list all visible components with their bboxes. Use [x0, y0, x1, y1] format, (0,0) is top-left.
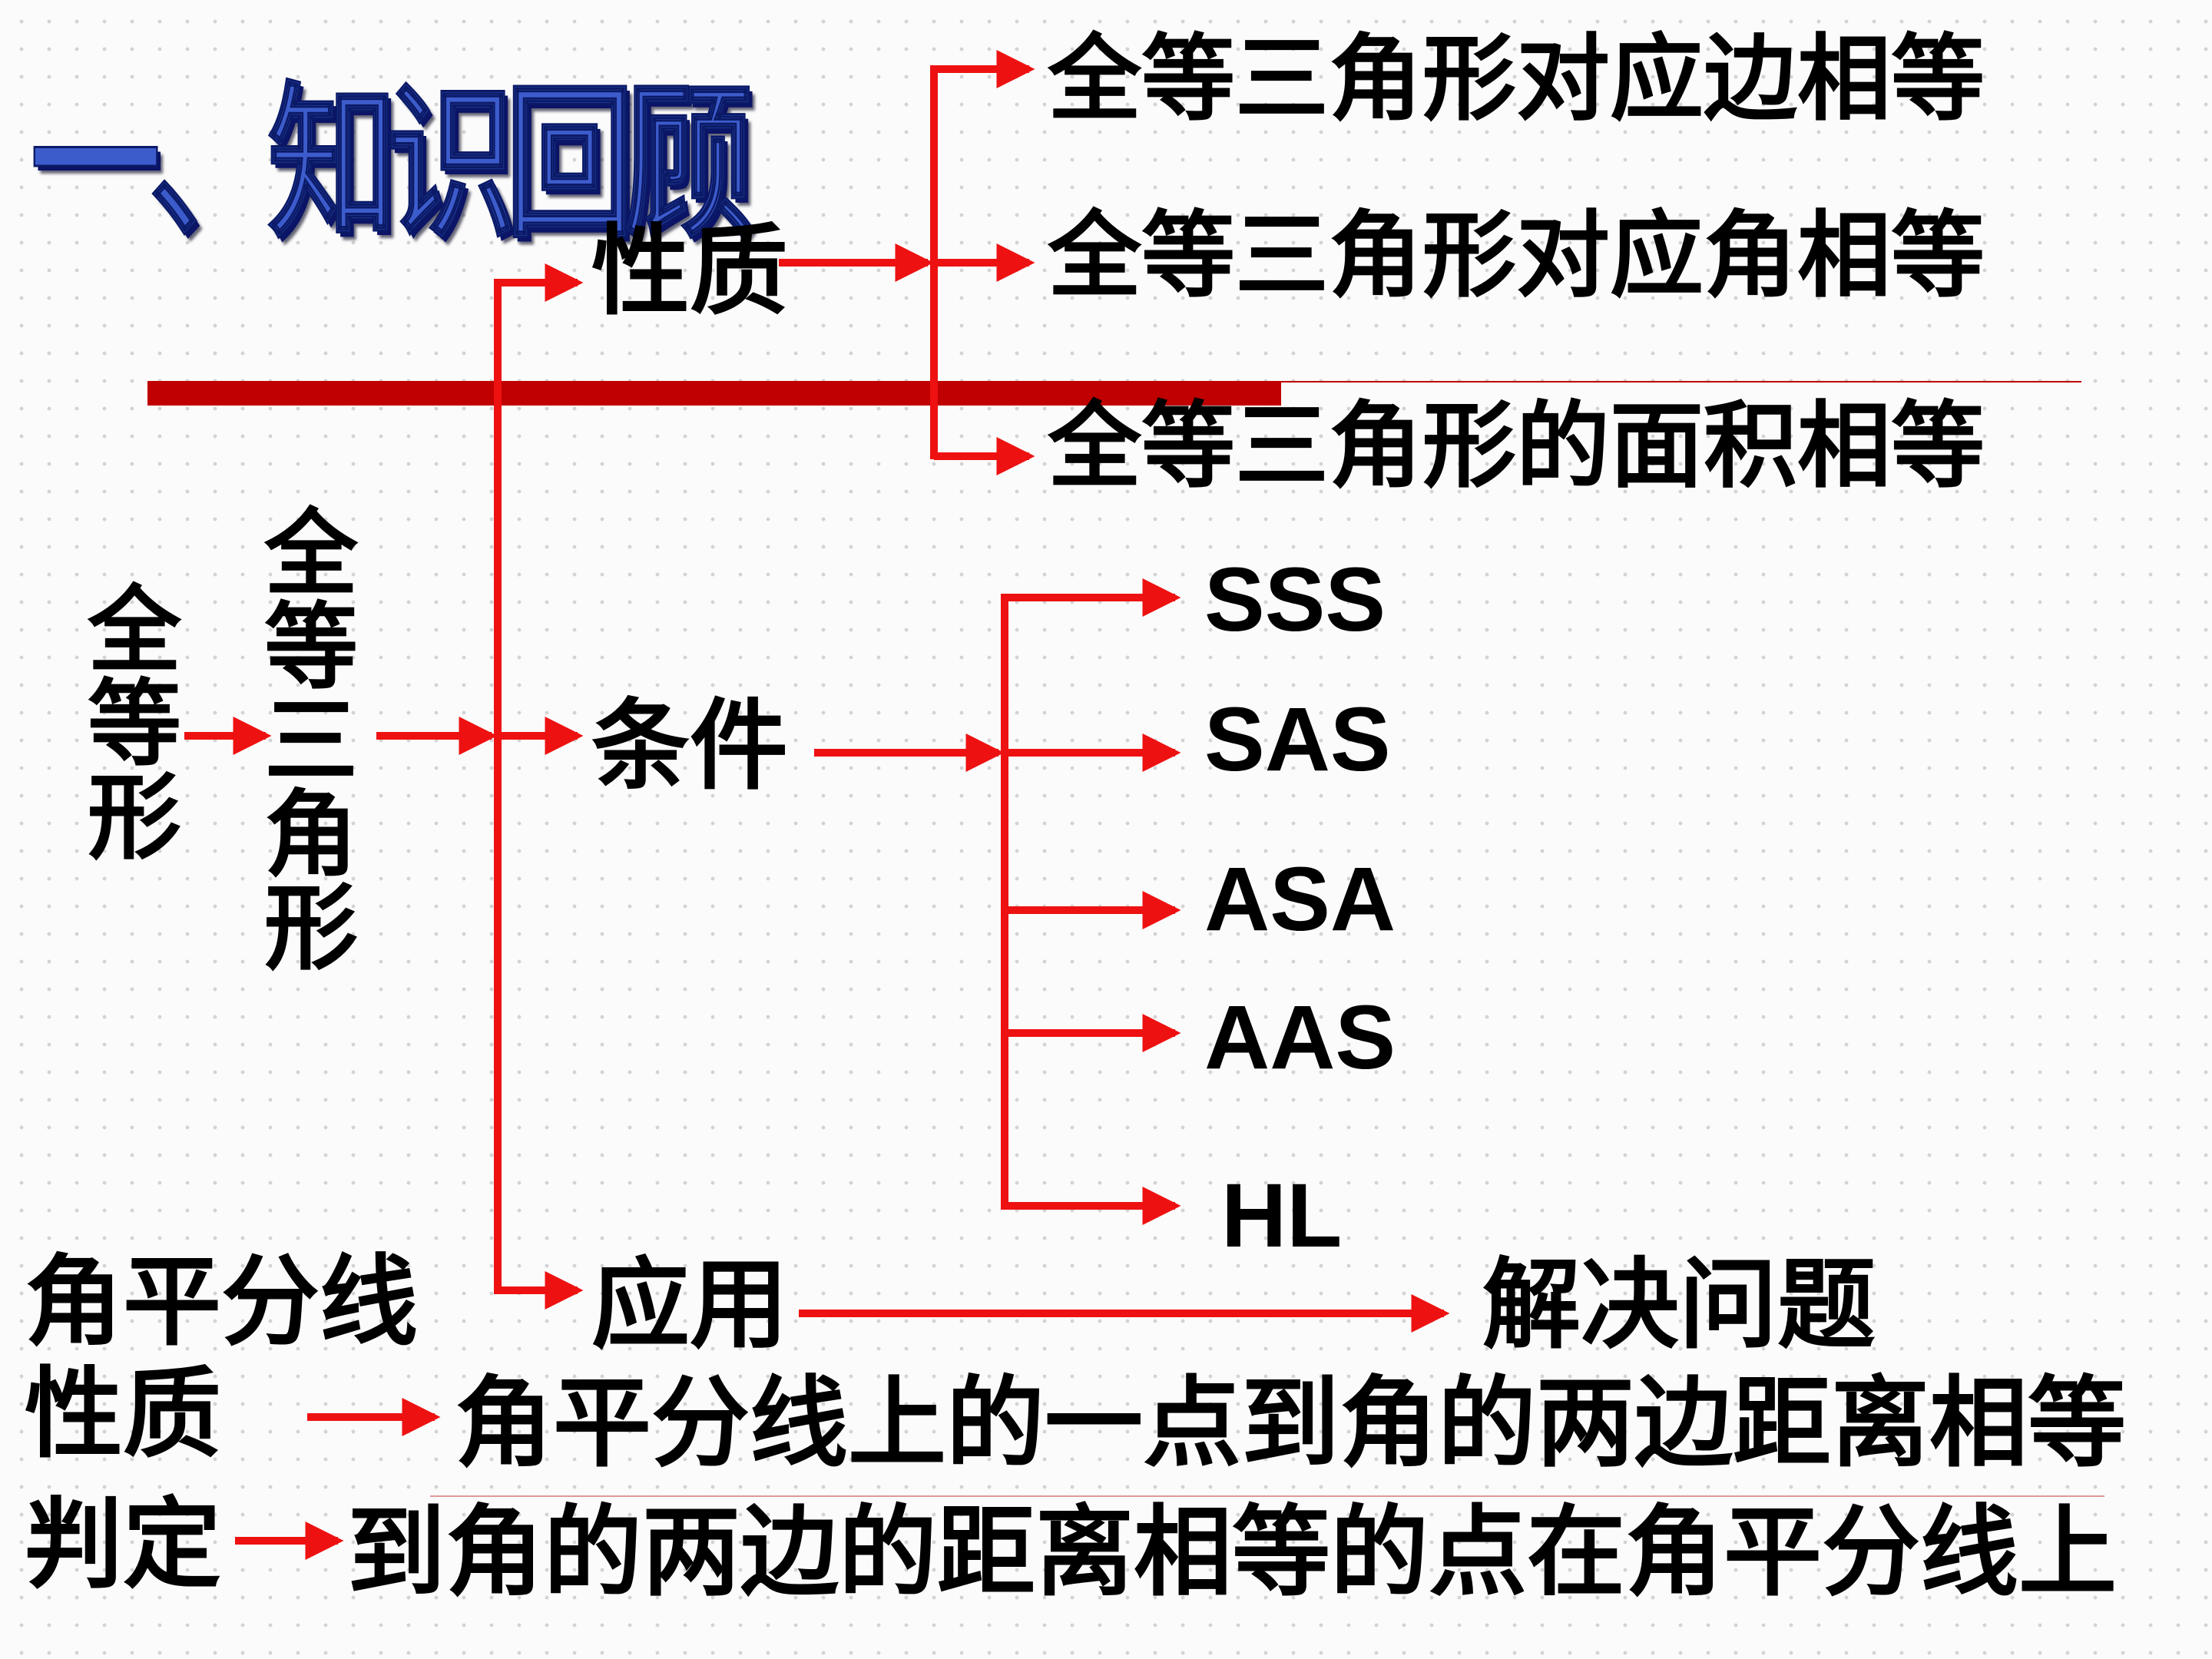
- slide-title: 一、知识回顾: [30, 67, 754, 262]
- condition-sss: SSS: [1204, 549, 1386, 651]
- property-item: 全等三角形对应边相等: [1048, 25, 1985, 134]
- bisector-property-label: 性质: [25, 1357, 222, 1472]
- angle-bisector-heading: 角平分线: [25, 1245, 419, 1359]
- condition-asa: ASA: [1204, 849, 1396, 950]
- application-result: 解决问题: [1482, 1248, 1876, 1363]
- congruent-triangle-label: 全 等 三 角 形: [264, 499, 358, 983]
- bisector-judgement-text: 到角的两边的距离相等的点在角平分线上: [347, 1495, 2118, 1610]
- condition-sas: SAS: [1204, 689, 1391, 790]
- bisector-judgement-label: 判定: [25, 1488, 222, 1602]
- property-item: 全等三角形的面积相等: [1048, 392, 1985, 501]
- property-item: 全等三角形对应角相等: [1048, 201, 1985, 310]
- branch-application-label: 应用: [591, 1248, 789, 1363]
- bisector-property-text: 角平分线上的一点到角的两边距离相等: [455, 1366, 2127, 1481]
- condition-aas: AAS: [1204, 987, 1396, 1088]
- branch-conditions-label: 条件: [591, 689, 789, 803]
- congruent-shape-label: 全 等 形: [88, 576, 181, 873]
- condition-hl: HL: [1221, 1165, 1343, 1267]
- branch-properties-label: 性质: [591, 214, 789, 329]
